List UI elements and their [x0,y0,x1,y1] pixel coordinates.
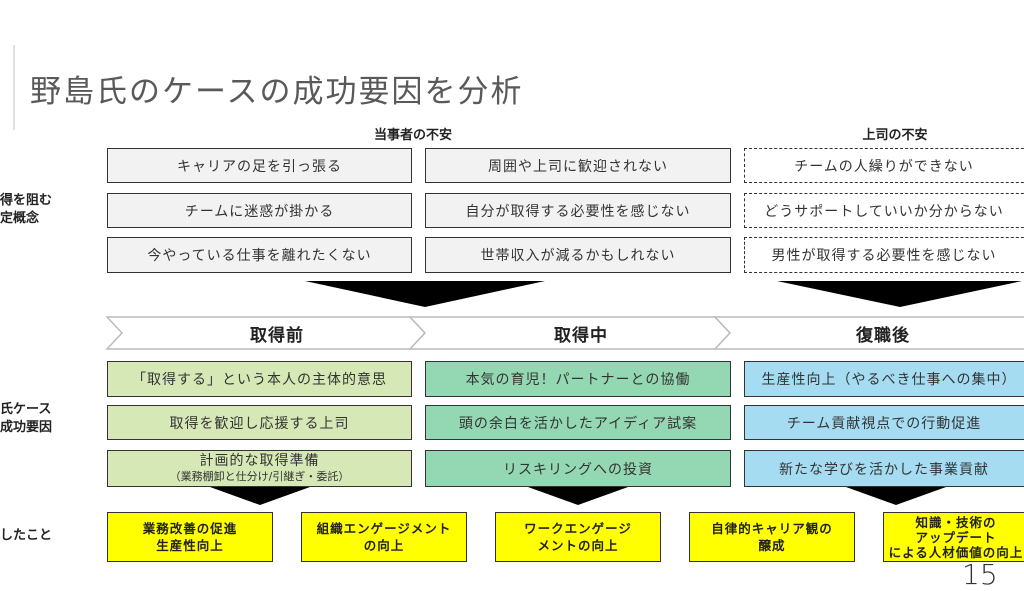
factor-main-text: 計画的な取得準備 [199,452,320,469]
factor-box: チーム貢献視点での行動促進 [744,405,1024,440]
outcome-line: 醸成 [758,538,786,553]
outcome-line: 生産性向上 [156,538,224,553]
concern-box: 自分が取得する必要性を感じない [425,193,731,228]
factor-sub-text: （業務棚卸と仕分け/引継ぎ・委託） [169,469,350,483]
outcome-box: 自律的キャリア観の醸成 [689,512,855,562]
diagram-shapes [105,281,1024,505]
concern-box: 世帯収入が減るかもしれない [425,237,731,273]
factor-box: リスキリングへの投資 [425,450,731,487]
outcome-line: 知識・技術の [915,514,997,530]
side-label-success-factors: 氏ケース 成功要因 [0,401,52,437]
side-label-line: 定概念 [0,211,40,226]
funnel-arrow [210,487,310,505]
factor-box: 頭の余白を活かしたアイディア試案 [425,405,731,440]
factor-box: 新たな学びを活かした事業貢献 [744,450,1024,487]
factor-box: 「取得する」という本人の主体的意思 [107,361,412,397]
side-label-achieved: したこと [0,528,53,543]
factor-box: 生産性向上（やるべき仕事への集中） [744,361,1024,397]
funnel-arrow [528,487,628,505]
stage-during: 取得中 [554,326,608,346]
outcome-line: の向上 [363,538,405,553]
outcome-box: ワークエンゲージメントの向上 [495,512,661,562]
header-boss-anxiety: 上司の不安 [862,128,928,143]
factor-box: 本気の育児！パートナーとの協働 [425,361,731,397]
concern-box: キャリアの足を引っ張る [107,148,412,183]
outcome-box: 知識・技術のアップデートによる人材価値の向上 [883,512,1024,562]
concern-box: 周囲や上司に歓迎されない [425,148,731,183]
outcome-box: 組織エンゲージメントの向上 [301,512,467,562]
outcome-line: メントの向上 [537,538,619,553]
concern-box: チームに迷惑が掛かる [107,193,412,228]
stage-chevron [713,316,1024,350]
outcome-line: ワークエンゲージ [524,521,632,536]
factor-box: 計画的な取得準備 （業務棚卸と仕分け/引継ぎ・委託） [107,450,412,487]
outcome-line: 組織エンゲージメント [316,521,452,536]
outcome-line: 自律的キャリア観の [711,521,833,536]
header-self-anxiety: 当事者の不安 [373,128,453,143]
page-title: 野島氏のケースの成功要因を分析 [30,74,524,110]
boss-concern-box: 男性が取得する必要性を感じない [744,237,1024,273]
boss-concern-box: チームの人繰りができない [744,148,1024,183]
side-label-line: 氏ケース [0,402,52,417]
outcome-line: アップデート [915,529,997,545]
side-label-line: 成功要因 [0,420,53,435]
funnel-arrow [305,281,545,307]
stage-after: 復職後 [856,326,910,346]
outcome-line: 業務改善の促進 [142,521,238,536]
factor-box: 取得を歓迎し応援する上司 [107,405,412,440]
outcome-line: による人材価値の向上 [888,544,1024,560]
side-label-line: 得を阻む [0,193,53,208]
side-label-stereotypes: 得を阻む 定概念 [0,192,52,228]
funnel-arrow [777,281,1022,307]
title-accent-line [13,45,15,130]
concern-box: 今やっている仕事を離れたくない [107,237,412,273]
page-number: 15 [962,558,998,591]
funnel-arrow [846,487,946,505]
outcome-box: 業務改善の促進生産性向上 [107,512,273,562]
boss-concern-box: どうサポートしていいか分からない [744,193,1024,228]
stage-before: 取得前 [250,326,304,346]
